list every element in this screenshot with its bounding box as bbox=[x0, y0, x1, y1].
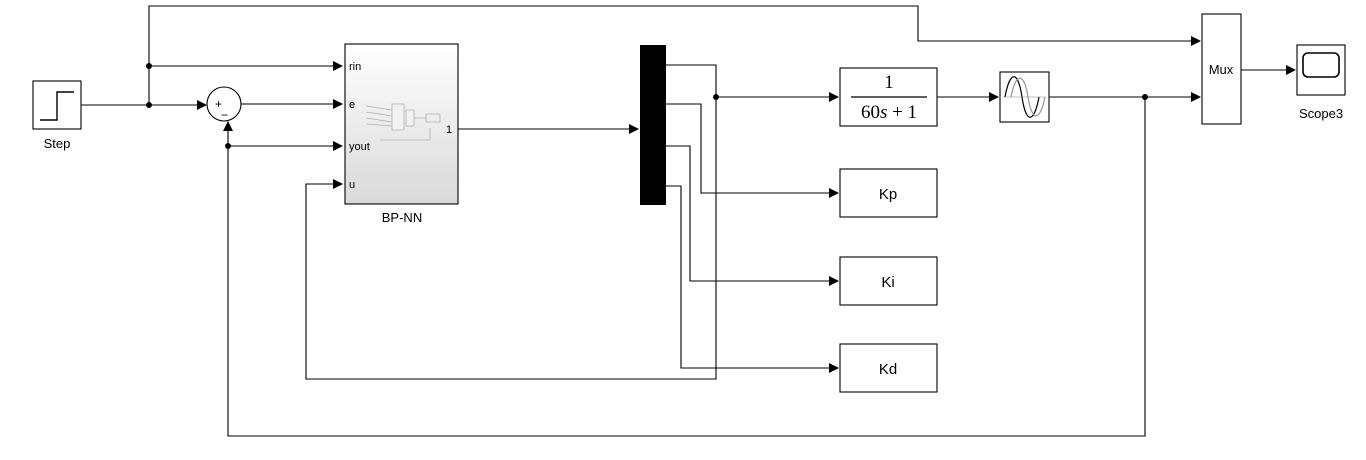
network-preview-icon bbox=[365, 103, 441, 141]
branch-point bbox=[225, 143, 231, 149]
wire-demux-out1 bbox=[666, 64, 839, 102]
step-block[interactable] bbox=[32, 80, 82, 130]
wire-to-kp bbox=[666, 103, 839, 198]
transport-delay-block[interactable] bbox=[999, 71, 1050, 123]
port-out-1: 1 bbox=[446, 124, 452, 136]
tf-numerator: 1 bbox=[884, 72, 894, 93]
scope-screen-icon bbox=[1302, 52, 1340, 78]
port-rin: rin bbox=[349, 61, 361, 73]
port-u: u bbox=[349, 179, 355, 191]
branch-point bbox=[146, 63, 152, 69]
branch-point bbox=[1142, 94, 1148, 100]
demux-block[interactable] bbox=[640, 45, 666, 205]
scope-label: Scope3 bbox=[1299, 106, 1343, 121]
sum-plus-sign: + bbox=[215, 97, 222, 111]
gain-ki-label: Ki bbox=[881, 274, 894, 291]
bpnn-label: BP-NN bbox=[382, 210, 422, 225]
bpnn-subsystem-block[interactable]: rin e yout u 1 bbox=[344, 43, 459, 205]
scope-block[interactable] bbox=[1296, 44, 1346, 96]
step-icon bbox=[40, 91, 74, 121]
mux-block[interactable]: Mux bbox=[1201, 13, 1242, 125]
wire-to-kd bbox=[666, 185, 839, 373]
port-e: e bbox=[349, 99, 355, 111]
wire-to-rin bbox=[148, 61, 343, 105]
gain-kp-label: Kp bbox=[879, 186, 897, 203]
gain-ki-block[interactable]: Ki bbox=[839, 256, 938, 306]
branch-point bbox=[146, 102, 152, 108]
wire-to-mux-in1 bbox=[148, 5, 1201, 66]
port-yout: yout bbox=[349, 141, 370, 153]
gain-kd-label: Kd bbox=[879, 361, 897, 378]
mux-label: Mux bbox=[1209, 62, 1234, 77]
wire-feedback bbox=[223, 97, 1146, 437]
wire-to-ki bbox=[666, 145, 839, 286]
transfer-fcn-block[interactable]: 1 60s + 1 bbox=[839, 67, 938, 127]
tf-denominator: 60s + 1 bbox=[861, 102, 917, 123]
transport-delay-icon bbox=[1003, 76, 1046, 118]
sum-minus-sign: − bbox=[221, 108, 228, 122]
branch-point bbox=[713, 94, 719, 100]
step-label: Step bbox=[44, 136, 71, 151]
sum-block[interactable]: + − bbox=[206, 86, 242, 122]
gain-kp-block[interactable]: Kp bbox=[839, 168, 938, 218]
gain-kd-block[interactable]: Kd bbox=[839, 343, 938, 393]
wire-to-u bbox=[305, 97, 717, 380]
